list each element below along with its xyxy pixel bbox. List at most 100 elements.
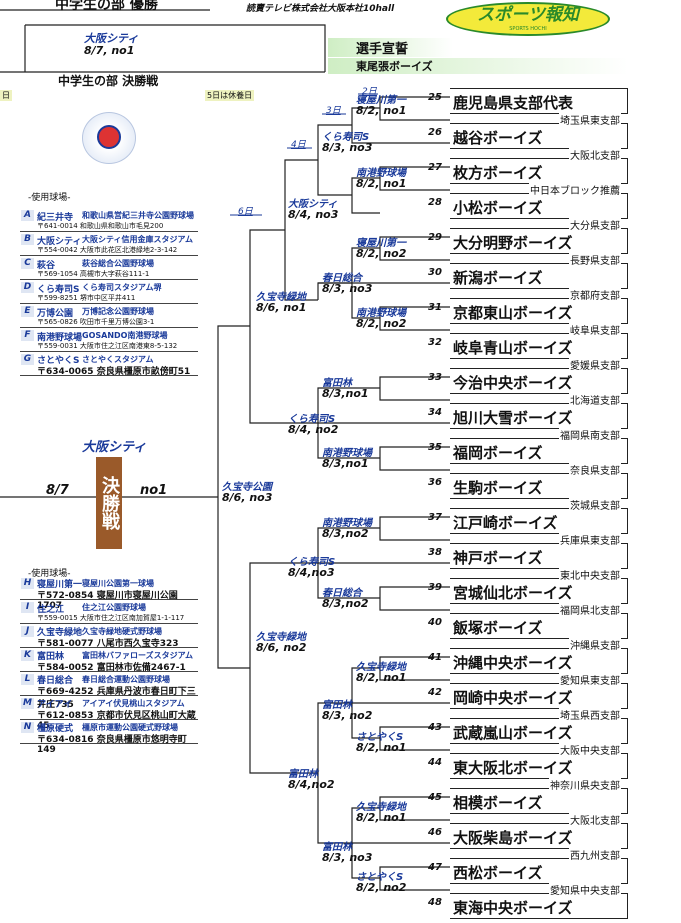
- venue-full-name: 万博記念公園野球場: [82, 307, 154, 316]
- team-region: 東北中央支部: [559, 567, 621, 582]
- team-entry: 奈良県支部生駒ボーイズ: [450, 462, 628, 499]
- venue-letter: I: [21, 602, 34, 613]
- match-date: 8/3, no2: [322, 709, 373, 722]
- team-number: 37: [428, 512, 442, 523]
- venue-full-name: さとやくスタジアム: [82, 355, 154, 364]
- match-date: 8/2, no2: [356, 317, 407, 330]
- top-title: 中学生の部 優勝: [55, 0, 158, 13]
- team-entry: 大阪中央支部東大阪北ボーイズ: [450, 742, 628, 779]
- match-venue: 南港野球場: [322, 518, 372, 529]
- team-entry: 大分県支部大分明野ボーイズ: [450, 217, 628, 254]
- team-region: 愛媛県支部: [569, 357, 621, 372]
- match-date: 8/3,no1: [322, 387, 369, 400]
- rest-note: 5日は休養日: [205, 90, 255, 101]
- venue-short-name: くら寿司S: [37, 285, 80, 295]
- match-date: 8/3,no2: [322, 527, 369, 540]
- sponsor-text: 読賣テレビ株式会社大阪本社10hall: [246, 4, 395, 14]
- team-region: 愛知県中央支部: [549, 882, 621, 897]
- venues-top-heading: -使用球場-: [28, 193, 71, 203]
- match-venue: くら寿司S: [288, 414, 336, 425]
- team-entry: 愛知県中央支部東海中央ボーイズ: [450, 882, 628, 919]
- team-region: 茨城県支部: [569, 497, 621, 512]
- team-entry: 福岡県北支部飯塚ボーイズ: [450, 602, 628, 639]
- team-name: 新潟ボーイズ: [453, 269, 543, 287]
- team-number: 33: [428, 372, 442, 383]
- team-number: 28: [428, 197, 442, 208]
- team-number: 48: [428, 897, 442, 908]
- team-region: 北海道支部: [569, 392, 621, 407]
- venue-short-name: 富田林: [37, 652, 65, 662]
- team-name: 大阪柴島ボーイズ: [453, 829, 573, 847]
- match-venue: さとやくS: [356, 732, 404, 743]
- team-entry: 長野県支部新潟ボーイズ: [450, 252, 628, 289]
- venue-letter: B: [21, 234, 34, 245]
- match-date: 8/6, no2: [256, 641, 307, 654]
- match-date: 8/3, no3: [322, 851, 373, 864]
- team-name: 武蔵嵐山ボーイズ: [453, 724, 573, 742]
- venue-address: 〒565-0826 吹田市千里万博公園3-1: [37, 318, 155, 326]
- venue-address: 〒569-1054 高槻市大字萩谷111-1: [37, 270, 150, 278]
- team-region: 奈良県支部: [569, 462, 621, 477]
- venue-short-name: 住之江: [37, 605, 65, 615]
- team-region: 埼玉県西支部: [559, 707, 621, 722]
- venue-full-name: 富田林バファローズスタジアム: [82, 651, 194, 660]
- team-name: 越谷ボーイズ: [453, 129, 543, 147]
- team-entry: 北海道支部旭川大雪ボーイズ: [450, 392, 628, 429]
- match-date: 8/2, no1: [356, 177, 407, 190]
- match-venue: 寝屋川第一: [356, 238, 406, 249]
- match-venue: 大阪シティ: [288, 199, 338, 210]
- venue-short-name: さとやくS: [37, 356, 80, 366]
- team-name: 旭川大雪ボーイズ: [453, 409, 573, 427]
- venue-letter: D: [21, 282, 34, 293]
- team-name: 東海中央ボーイズ: [453, 899, 573, 917]
- logo-text: スポーツ報知: [477, 5, 579, 25]
- team-name: 生駒ボーイズ: [453, 479, 543, 497]
- team-name: 大分明野ボーイズ: [453, 234, 573, 252]
- team-number: 47: [428, 862, 442, 873]
- match-venue: 久宝寺緑地: [256, 632, 306, 643]
- team-entry: 岐阜県支部岐阜青山ボーイズ: [450, 322, 628, 359]
- sports-hochi-logo: スポーツ報知 SPORTS HOCHI: [446, 2, 610, 36]
- team-number: 27: [428, 162, 442, 173]
- venue-letter: M: [21, 698, 34, 709]
- venue-short-name: 萩谷: [37, 261, 56, 271]
- team-region: 兵庫県東支部: [559, 532, 621, 547]
- venue-address: 〒554-0042 大阪市此花区北港緑地2-3-142: [37, 246, 178, 254]
- team-entry: 沖縄県支部沖縄中央ボーイズ: [450, 637, 628, 674]
- match-venue: 寝屋川第一: [356, 95, 406, 106]
- team-entry: 愛知県東支部岡崎中央ボーイズ: [450, 672, 628, 709]
- match-date: 8/3,no2: [322, 597, 369, 610]
- team-name: 西松ボーイズ: [453, 864, 543, 882]
- team-region: 神奈川県央支部: [549, 777, 621, 792]
- team-region: 大分県支部: [569, 217, 621, 232]
- match-date: 8/3,no1: [322, 457, 369, 470]
- venue-full-name: 春日総合運動公園野球場: [82, 675, 170, 684]
- team-region: 埼玉県東支部: [559, 112, 621, 127]
- match-venue: 久宝寺緑地: [356, 662, 406, 673]
- team-number: 30: [428, 267, 442, 278]
- team-entry: 埼玉県東支部越谷ボーイズ: [450, 112, 628, 149]
- venue-letter: N: [21, 722, 34, 733]
- venue-full-name: 久宝寺緑地硬式野球場: [82, 627, 162, 636]
- team-name: 飯塚ボーイズ: [453, 619, 543, 637]
- team-entry: 茨城県支部江戸崎ボーイズ: [450, 497, 628, 534]
- venue-letter: K: [21, 650, 34, 661]
- team-region: 愛知県東支部: [559, 672, 621, 687]
- venue-address: 〒584-0052 富田林市佐備2467-1: [37, 663, 186, 673]
- team-entry: 中日本ブロック推薦小松ボーイズ: [450, 182, 628, 219]
- venue-short-name: 紀三井寺: [37, 213, 74, 223]
- team-number: 29: [428, 232, 442, 243]
- team-name: 鹿児島県支部代表: [453, 94, 574, 112]
- venue-letter: G: [21, 354, 34, 365]
- champion-slot-venue: 大阪シティ: [84, 32, 139, 45]
- left-day-note: 日: [0, 90, 12, 101]
